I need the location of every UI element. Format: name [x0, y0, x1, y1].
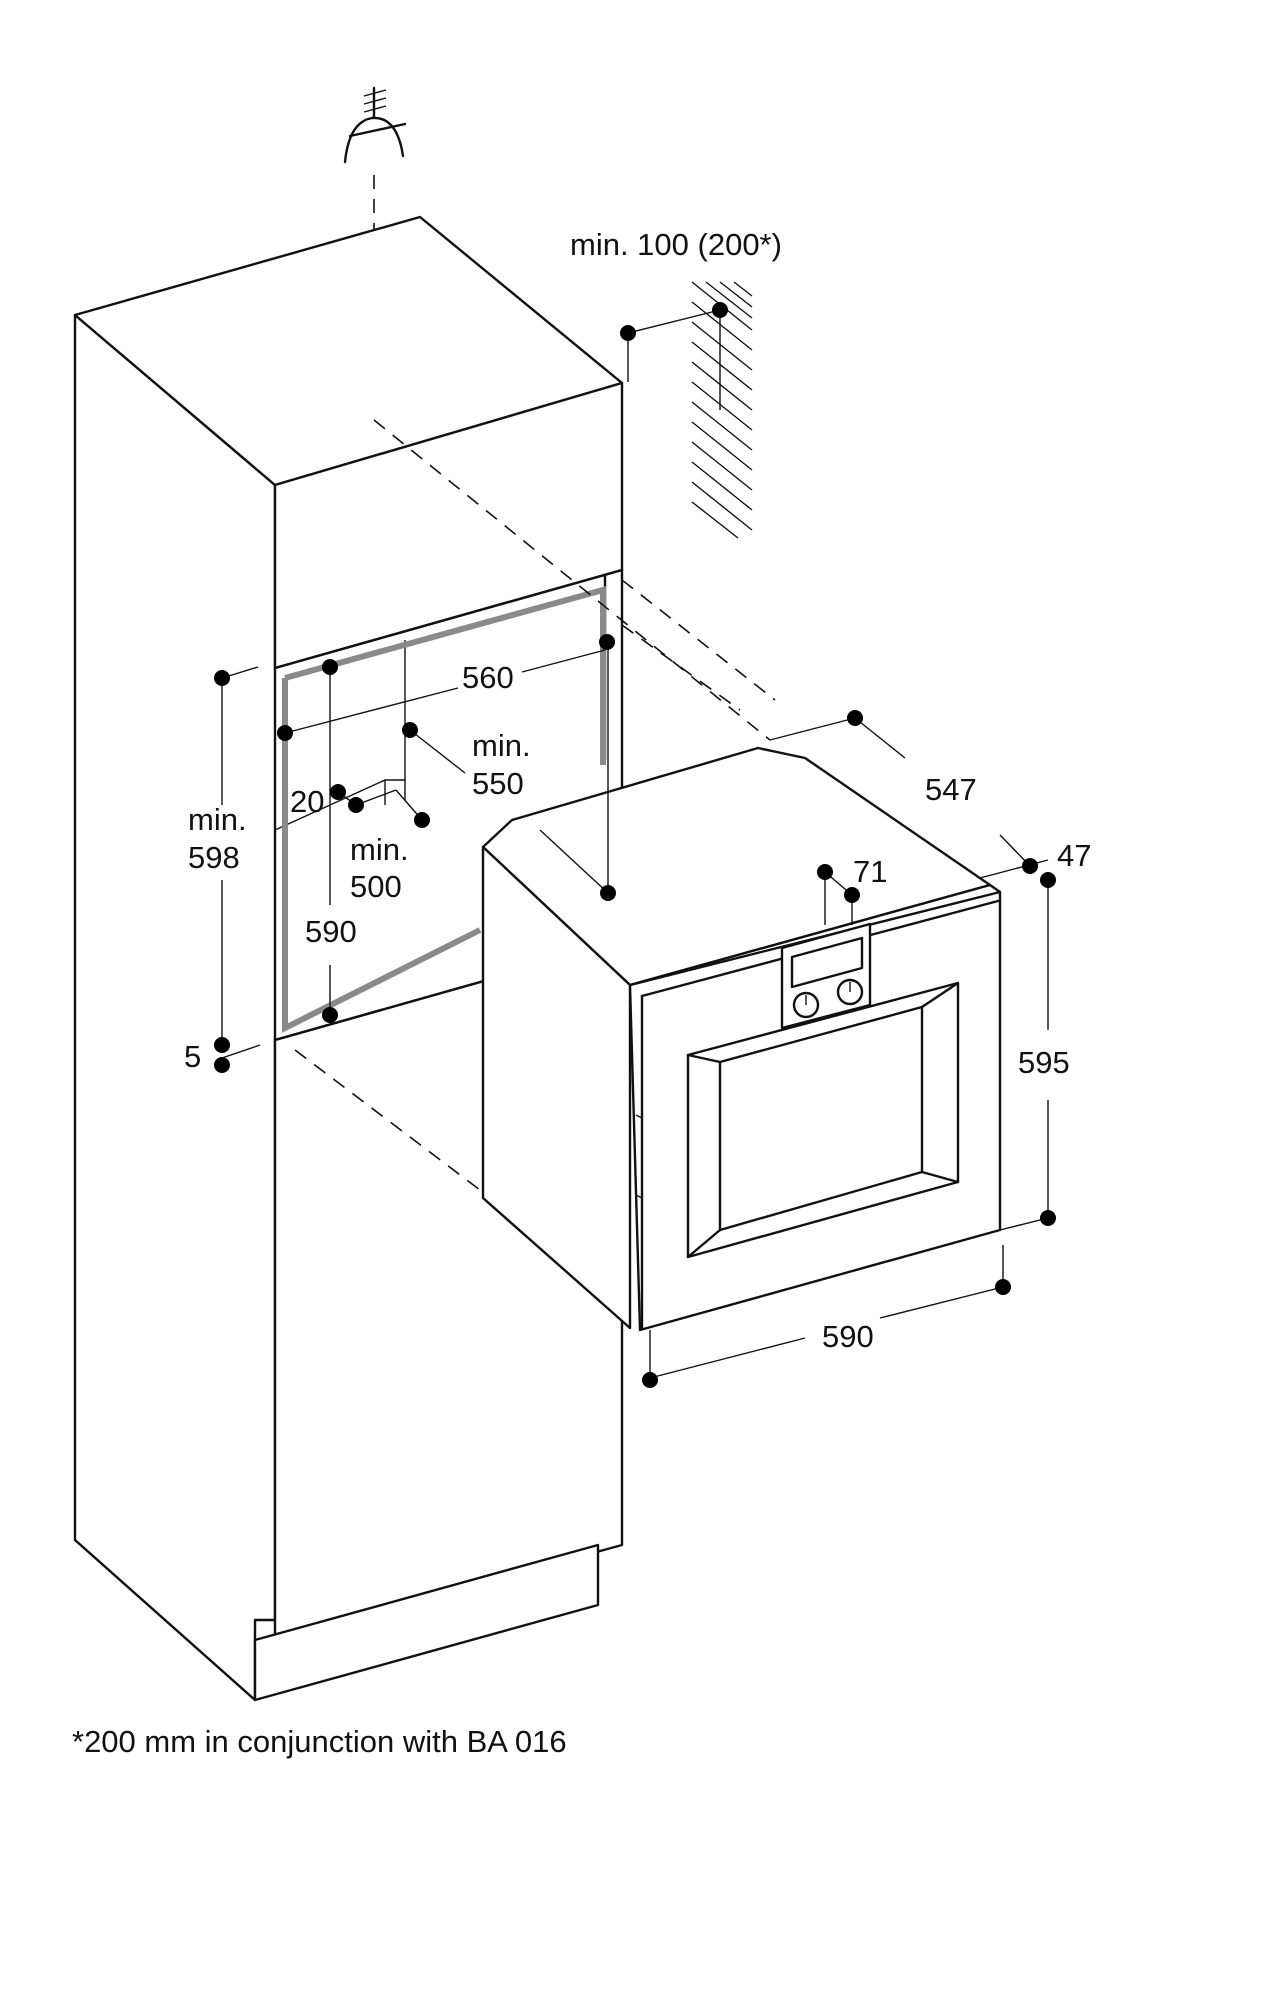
ventilation-symbol-upper [343, 86, 407, 164]
label-height-595: 595 [1018, 1045, 1070, 1080]
dimension-dots [214, 302, 1056, 1388]
niche-outline [282, 586, 606, 1033]
label-front-47: 47 [1057, 838, 1091, 873]
label-min-500-a: min. [350, 832, 409, 867]
label-gap-20: 20 [290, 784, 324, 819]
label-depth-550: 550 [472, 766, 524, 801]
label-width-560: 560 [462, 660, 514, 695]
label-depth-547: 547 [925, 772, 977, 807]
label-min-500-b: 500 [350, 869, 402, 904]
wall-hatching [691, 281, 753, 539]
label-width-590: 590 [822, 1319, 874, 1354]
label-height-590: 590 [305, 914, 357, 949]
label-offset-5: 5 [184, 1039, 201, 1074]
oven [481, 746, 1002, 1332]
tall-cabinet [73, 215, 624, 1702]
label-top-clearance: min. 100 (200*) [570, 227, 782, 262]
label-height-min: min. [188, 802, 247, 837]
label-panel-71: 71 [853, 854, 887, 889]
dimension-lines [221, 309, 1049, 1379]
projection-lines [294, 419, 776, 1191]
label-height-598: 598 [188, 840, 240, 875]
dimension-labels: min. 100 (200*) 560 min. 550 20 min. 500… [184, 227, 1091, 1354]
footnote: *200 mm in conjunction with BA 016 [72, 1724, 567, 1759]
label-depth-min: min. [472, 728, 531, 763]
